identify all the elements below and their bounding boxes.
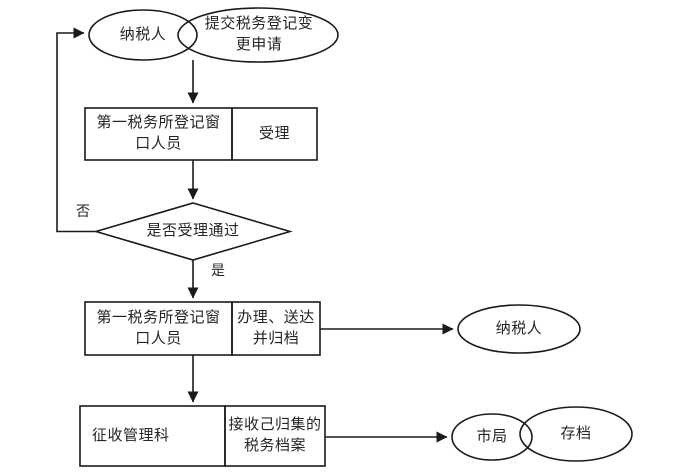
- node-receive-archive: [224, 405, 326, 467]
- node-decision-accept: [93, 202, 293, 261]
- node-taxpayer-end: [457, 304, 581, 354]
- node-office-staff-2: [84, 301, 233, 356]
- node-city-bureau: [451, 413, 533, 461]
- node-process-action: [231, 301, 321, 356]
- node-taxpayer-start: [88, 9, 198, 61]
- node-accept-action: [231, 107, 318, 161]
- node-submit-application: [177, 7, 339, 63]
- node-collection-dept: [79, 405, 226, 467]
- edge-decision-no-loopback: [56, 27, 96, 233]
- node-filing: [519, 406, 633, 462]
- edge-label-no: 否: [76, 205, 90, 220]
- edge-label-yes: 是: [211, 264, 225, 279]
- node-office-staff-1: [84, 107, 233, 161]
